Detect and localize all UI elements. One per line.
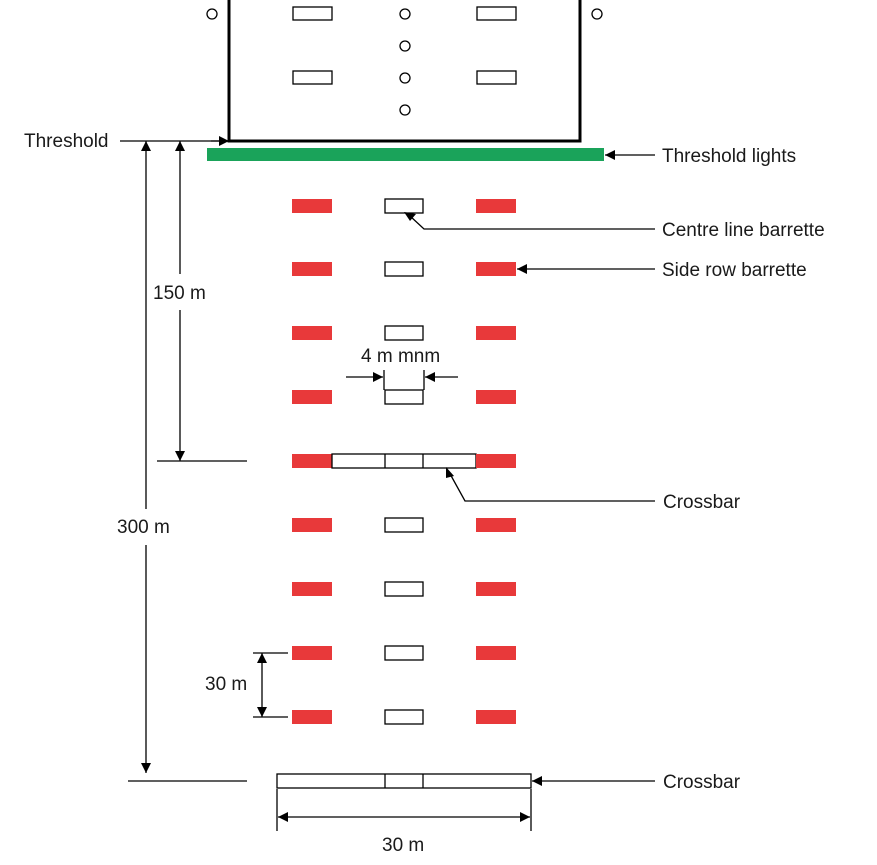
runway-centreline-light xyxy=(399,72,411,84)
centre-line-barrette xyxy=(384,261,424,277)
runway-touchdown-barrette xyxy=(292,6,333,21)
side-row-barrette xyxy=(476,518,516,532)
runway-touchdown-barrette xyxy=(476,6,517,21)
centre-line-barrette xyxy=(384,517,424,533)
crossbar-lower xyxy=(276,773,532,789)
crossbar-upper-label: Crossbar xyxy=(663,492,741,513)
dim-4m-label: 4 m mnm xyxy=(361,346,440,367)
centre-line-barrette xyxy=(384,389,424,405)
runway-centreline-light xyxy=(399,104,411,116)
side-row-barrette xyxy=(292,262,332,276)
callouts xyxy=(404,150,655,786)
dimension-width xyxy=(276,789,532,831)
centre-line-barrette xyxy=(384,198,424,214)
centre-line-leader xyxy=(409,215,655,230)
threshold-label: Threshold xyxy=(24,131,109,152)
crossbar-upper-leader-head xyxy=(446,467,454,478)
centre-line-barrette xyxy=(384,709,424,725)
side-row-barrette xyxy=(292,390,332,404)
centre-line-barrette xyxy=(384,325,424,341)
dim-300-label: 300 m xyxy=(117,517,170,538)
dimensions-left xyxy=(120,136,288,782)
crossbar-lower-label: Crossbar xyxy=(663,772,741,793)
runway-centreline-light xyxy=(399,8,411,20)
side-row-barrette xyxy=(292,582,332,596)
runway-touchdown-barrette xyxy=(292,70,333,85)
side-row-barrette xyxy=(476,262,516,276)
centre-line-leader-head xyxy=(404,212,416,221)
threshold-lights-label: Threshold lights xyxy=(662,146,796,167)
side-row-barrette-label: Side row barrette xyxy=(662,260,807,281)
dim-30-width-label: 30 m xyxy=(382,835,424,856)
side-row-barrette xyxy=(476,582,516,596)
threshold-lights-bar xyxy=(207,148,604,161)
runway-outline xyxy=(227,0,582,143)
runway-edge-light-right xyxy=(591,8,603,20)
side-row-barrette xyxy=(292,710,332,724)
runway-touchdown-barrette xyxy=(476,70,517,85)
runway-centreline-light xyxy=(399,40,411,52)
runway xyxy=(206,0,603,143)
side-row-barrette xyxy=(292,326,332,340)
side-row-barrette xyxy=(476,326,516,340)
centre-line-barrette xyxy=(384,581,424,597)
side-row-barrette xyxy=(292,199,332,213)
side-row-barrette xyxy=(292,518,332,532)
crossbar-upper xyxy=(331,453,477,469)
side-row-barrette xyxy=(476,454,516,468)
runway-edge-light-left xyxy=(206,8,218,20)
side-row-barrette xyxy=(476,199,516,213)
dim-150-label: 150 m xyxy=(153,283,206,304)
centre-line-barrette-label: Centre line barrette xyxy=(662,220,825,241)
side-row-barrette xyxy=(292,454,332,468)
side-row-barrette xyxy=(476,646,516,660)
approach-rows xyxy=(276,198,532,789)
side-row-barrette xyxy=(476,710,516,724)
dimension-4m xyxy=(346,370,458,390)
crossbar-upper-leader xyxy=(448,471,655,502)
centre-line-barrette xyxy=(384,645,424,661)
side-row-barrette xyxy=(476,390,516,404)
side-row-barrette xyxy=(292,646,332,660)
dim-30-spacing-label: 30 m xyxy=(205,674,247,695)
